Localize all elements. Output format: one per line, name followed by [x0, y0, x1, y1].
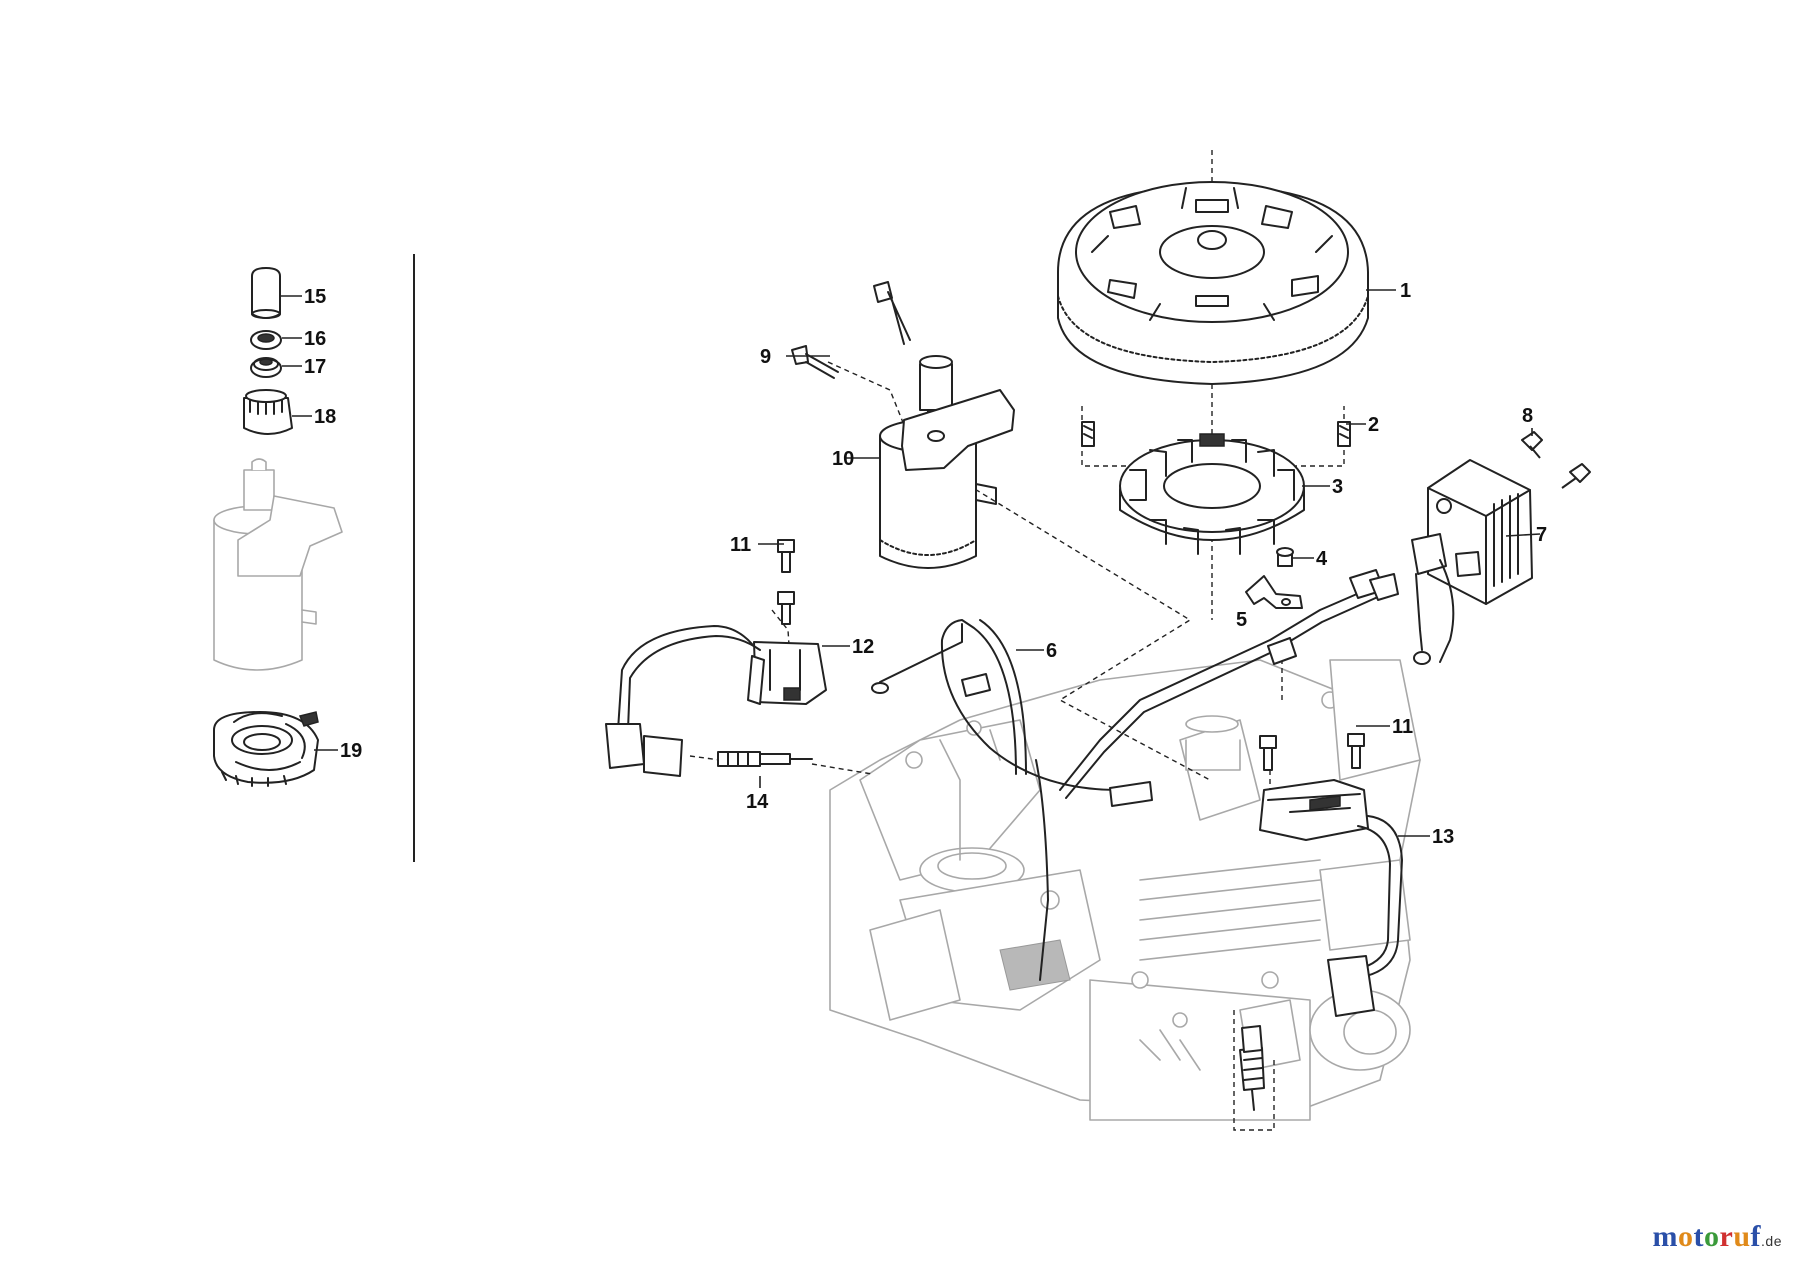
callout-9: 9	[760, 346, 771, 368]
callout-16: 16	[304, 328, 326, 350]
callout-13: 13	[1432, 826, 1454, 848]
part-15-cap	[251, 267, 281, 319]
part-12-ignition-coil	[605, 625, 827, 777]
callout-17: 17	[304, 356, 326, 378]
callout-11-left: 11	[730, 534, 751, 556]
logo-letter: o	[1704, 1220, 1720, 1253]
part-18-pinion-gear	[243, 389, 293, 435]
spark-plug-lower	[1239, 1025, 1265, 1111]
leader-lines	[280, 289, 1541, 837]
part-16-ring	[250, 330, 282, 350]
callout-labels: 1 2 3 4 5 6 7 8 9 10 11 11 12 13 14 15 1…	[304, 280, 1547, 848]
callout-7: 7	[1536, 524, 1547, 546]
part-5-bracket	[1245, 575, 1303, 609]
part-19-retainer	[213, 711, 319, 787]
logo-letter: u	[1733, 1220, 1751, 1253]
logo-letter: t	[1693, 1220, 1705, 1253]
callout-12: 12	[852, 636, 874, 658]
callout-6: 6	[1046, 640, 1057, 662]
part-4-screw	[1276, 547, 1294, 567]
part-7-regulator	[1411, 459, 1533, 665]
callout-11-right: 11	[1392, 716, 1413, 738]
part-6-wiring-harness	[871, 569, 1399, 981]
part-11-screws	[777, 539, 1365, 771]
part-3-stator	[1119, 433, 1305, 555]
callout-19: 19	[340, 740, 362, 762]
part-13-ignition-coil	[1259, 779, 1403, 1017]
callout-10: 10	[832, 448, 854, 470]
part-10-starter-motor	[879, 355, 1015, 569]
callout-8: 8	[1522, 405, 1533, 427]
part-1-flywheel	[1057, 181, 1369, 385]
logo-letter: r	[1719, 1220, 1734, 1253]
part-8-screws	[1521, 431, 1591, 489]
callout-14: 14	[746, 791, 769, 813]
part-2-bolts	[1081, 421, 1351, 447]
callout-18: 18	[314, 406, 336, 428]
motoruf-logo: motoruf.de	[1653, 1220, 1782, 1254]
callout-4: 4	[1316, 548, 1328, 570]
callout-2: 2	[1368, 414, 1379, 436]
logo-letter: f	[1750, 1220, 1762, 1253]
logo-letter: o	[1678, 1220, 1694, 1253]
part-14-spark-plug	[717, 751, 813, 767]
part-17-spring	[250, 357, 282, 378]
callout-5: 5	[1236, 609, 1247, 631]
logo-letter: m	[1652, 1220, 1679, 1253]
callout-3: 3	[1332, 476, 1343, 498]
ghost-engine-block	[829, 659, 1421, 1121]
starter-subassembly	[213, 267, 343, 787]
callout-15: 15	[304, 286, 326, 308]
ghost-starter-motor	[213, 458, 343, 671]
part-9-bolts	[791, 281, 911, 379]
callout-1: 1	[1400, 280, 1411, 302]
logo-tld: .de	[1761, 1233, 1782, 1249]
